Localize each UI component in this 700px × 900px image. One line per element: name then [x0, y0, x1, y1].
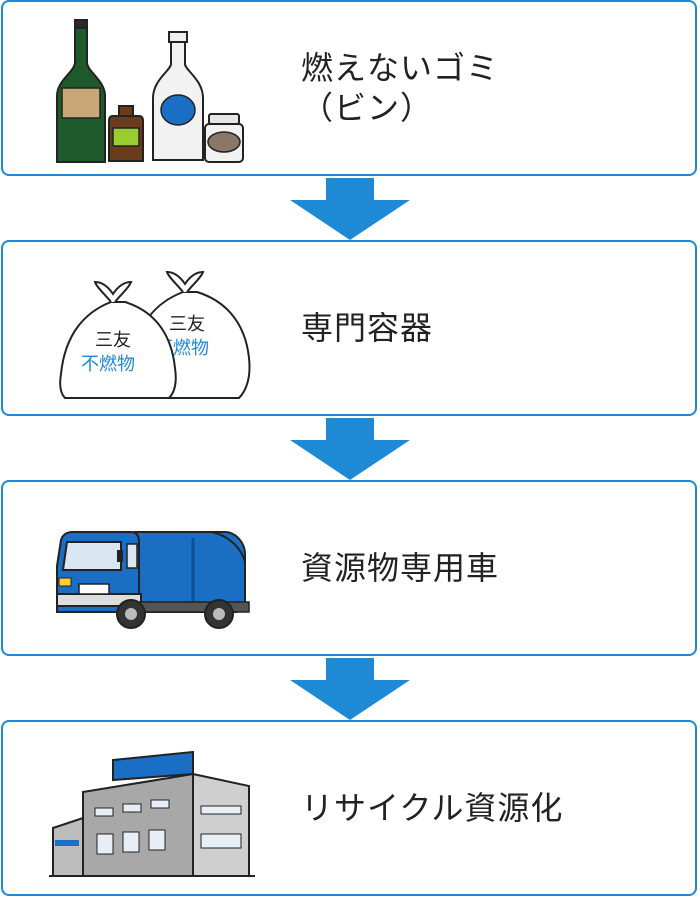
step-3-label-line1: 資源物専用車: [301, 549, 500, 587]
garbage-truck-icon: [56, 531, 250, 629]
step-2-label-line1: 専門容器: [301, 309, 434, 347]
step-3-label: 資源物専用車: [301, 482, 499, 654]
step-1-label-line2: （ビン）: [301, 89, 434, 127]
step-4-label: リサイクル資源化: [301, 722, 563, 894]
down-arrow-icon: [290, 418, 410, 480]
back-bag-brand: 三友: [169, 314, 205, 335]
front-bag-category: 不燃物: [81, 354, 135, 375]
factory-icon: [49, 750, 255, 877]
garbage-bags-icon: 三友 不燃物 三友 不燃物: [59, 270, 251, 399]
step-4-label-line1: リサイクル資源化: [301, 789, 564, 827]
step-1-box: 燃えないゴミ （ビン）: [1, 0, 697, 176]
down-arrow-icon: [290, 178, 410, 240]
step-2-label: 専門容器: [301, 242, 433, 414]
step-1-label: 燃えないゴミ （ビン）: [301, 2, 499, 174]
down-arrow-icon: [290, 658, 410, 720]
step-3-box: 資源物専用車: [1, 480, 697, 656]
step-4-box: リサイクル資源化: [1, 720, 697, 896]
front-bag-brand: 三友: [95, 330, 131, 351]
step-2-box: 三友 不燃物 三友 不燃物 専門容器: [1, 240, 697, 416]
bottles-icon: [56, 19, 244, 163]
step-1-label-line1: 燃えないゴミ: [301, 49, 500, 87]
